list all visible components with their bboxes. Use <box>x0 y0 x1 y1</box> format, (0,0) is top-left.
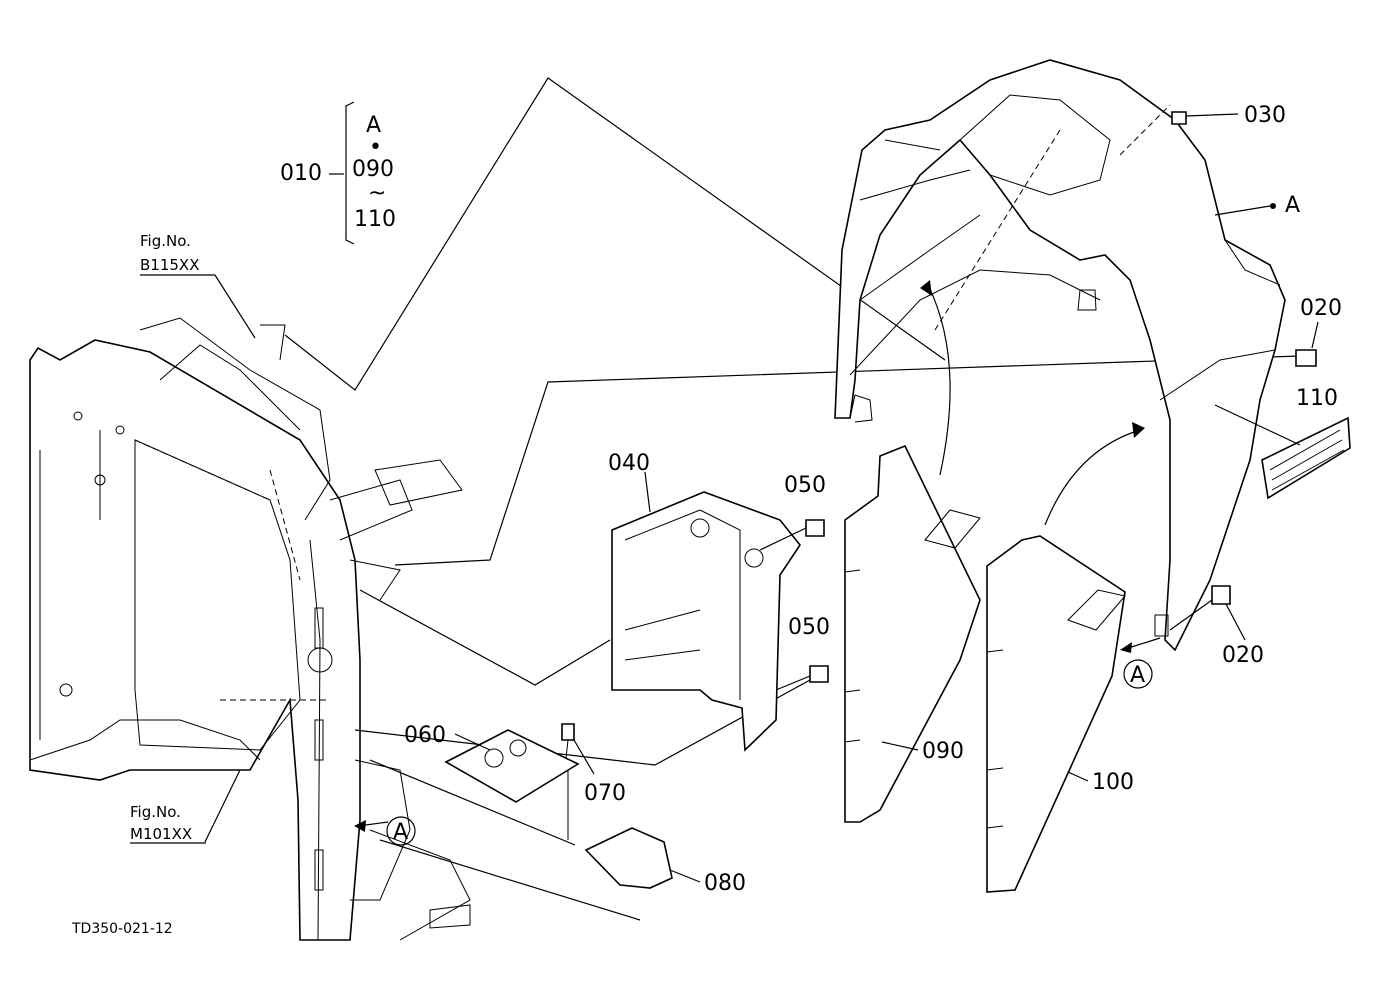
assembly-id-label: 010 <box>280 161 322 186</box>
bracket-line-a: A <box>366 113 381 138</box>
reflector-110: 110 <box>1214 386 1351 500</box>
liner-100: 100 <box>986 535 1134 893</box>
leader-top <box>284 77 946 391</box>
fig-ref-bottom-label: Fig.No. <box>130 803 181 821</box>
drawing-code: TD350-021-12 <box>71 921 173 937</box>
fig-ref-bottom-number: M101XX <box>130 825 192 843</box>
ref-a-label: A <box>1285 193 1300 218</box>
bracket-tilde: ~ <box>368 181 386 206</box>
bracket-dot: • <box>369 135 382 160</box>
marker-a-right-label: A <box>1130 663 1145 688</box>
leader-middle <box>394 355 1301 566</box>
leader-lower <box>359 589 611 686</box>
assembly-arrow-left <box>927 284 951 476</box>
screw-070: 070 <box>561 723 626 806</box>
callout-060: 060 <box>404 723 446 748</box>
fig-ref-top-number: B115XX <box>140 256 199 274</box>
callout-030: 030 <box>1244 103 1286 128</box>
leader-plate <box>369 759 576 846</box>
bolt-030: 030 <box>1171 103 1286 128</box>
callout-110: 110 <box>1296 386 1338 411</box>
callout-020-top: 020 <box>1300 296 1342 321</box>
leader-mat <box>379 839 641 921</box>
callout-040: 040 <box>608 451 650 476</box>
callout-050-bottom: 050 <box>788 615 830 640</box>
callout-080: 080 <box>704 871 746 896</box>
cabin-frame-left <box>29 317 471 941</box>
figure-ref-top: Fig.No. B115XX <box>140 232 256 339</box>
ref-a-point: A <box>1214 193 1300 218</box>
bracket-line-110: 110 <box>354 207 396 232</box>
marker-a-left: A <box>354 816 416 846</box>
callout-050-top: 050 <box>784 473 826 498</box>
bolt-050-top: 050 <box>759 473 826 551</box>
bolt-020-top: 020 <box>1295 296 1342 367</box>
assembly-arrow-right <box>1044 429 1141 526</box>
bracket-040: 040 <box>608 451 801 752</box>
group-bracket: 010 A • 090 ~ 110 <box>280 101 396 245</box>
bracket-line-090: 090 <box>352 157 394 182</box>
marker-a-right: A <box>1120 637 1161 689</box>
mat-080: 080 <box>584 827 746 896</box>
callout-090: 090 <box>922 739 964 764</box>
figure-ref-bottom: Fig.No. M101XX <box>130 769 241 844</box>
liner-090: 090 <box>844 444 981 823</box>
callout-020-bottom: 020 <box>1222 643 1264 668</box>
callout-070: 070 <box>584 781 626 806</box>
callout-100: 100 <box>1092 770 1134 795</box>
fig-ref-top-label: Fig.No. <box>140 232 191 250</box>
bolt-020-bottom: 020 <box>1169 585 1264 668</box>
fender-cover <box>834 59 1286 652</box>
bolt-050-bottom: 050 <box>775 615 830 691</box>
marker-a-left-label: A <box>393 820 408 845</box>
plate-060: 060 <box>404 723 580 840</box>
